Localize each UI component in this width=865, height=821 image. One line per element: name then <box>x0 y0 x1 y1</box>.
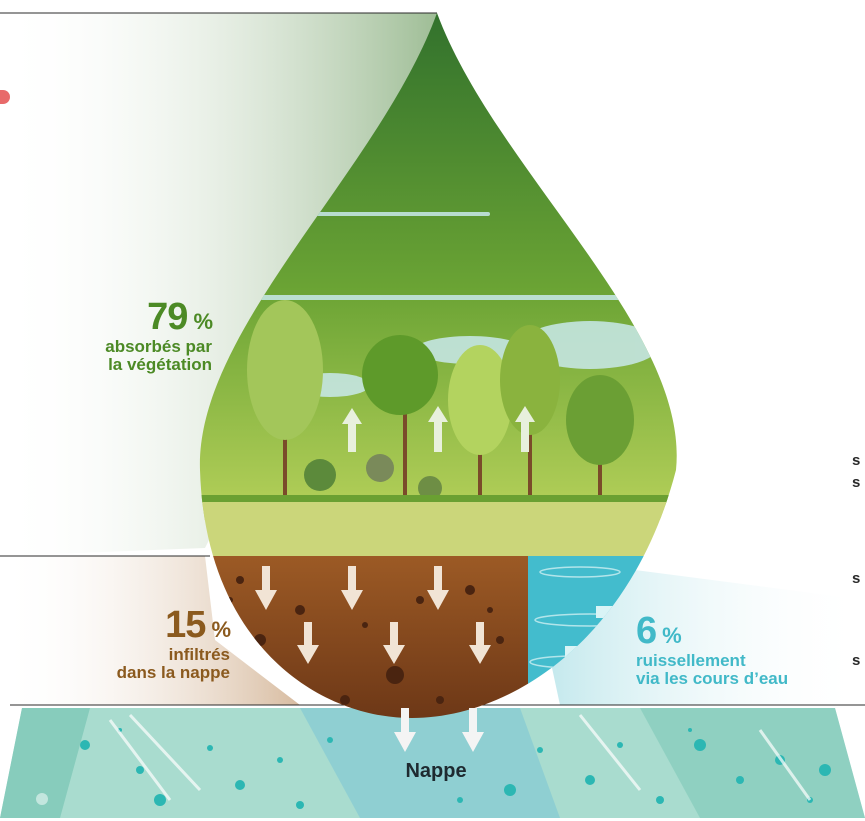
aquifer-shade-center <box>300 708 560 818</box>
runoff-line-2: via les cours d’eau <box>636 668 789 688</box>
edge-fragment: s <box>852 474 861 491</box>
vegetation-line-1: absorbés par <box>105 336 212 356</box>
runoff-unit: % <box>662 623 682 648</box>
runoff-line-1: ruissellement <box>636 650 746 670</box>
infiltration-label: 15% infiltrés dans la nappe <box>50 604 231 682</box>
infiltration-percent: 15 <box>165 604 206 646</box>
edge-fragment: s <box>852 570 861 587</box>
arrow-down-icon <box>255 566 491 664</box>
vegetation-line-2: la végétation <box>108 354 212 374</box>
accent-dot <box>0 90 10 104</box>
aquifer-shade-right <box>640 708 865 818</box>
arrow-up-icon <box>342 406 535 452</box>
runoff-percent: 6 <box>636 610 657 652</box>
infiltration-line-2: dans la nappe <box>116 662 230 682</box>
aquifer-bubbles <box>80 728 831 809</box>
infiltration-line-1: infiltrés <box>168 644 230 664</box>
meadow <box>199 502 677 556</box>
infiltration-beam <box>0 556 300 705</box>
aquifer-highlight <box>36 793 48 805</box>
grass-strip <box>199 495 677 505</box>
infiltration-unit: % <box>211 617 231 642</box>
edge-fragment: s <box>852 652 861 669</box>
aquifer-shade-left <box>0 708 90 818</box>
arrow-down-icon <box>394 708 484 752</box>
vegetation-unit: % <box>193 309 213 334</box>
runoff-label: 6% ruissellement via les cours d’eau <box>636 610 856 688</box>
vegetation-label: 79% absorbés par la végétation <box>40 296 213 374</box>
edge-fragment: s <box>852 452 861 469</box>
aquifer-light-rays <box>108 713 812 801</box>
tree-icon <box>247 300 634 500</box>
vegetation-beam <box>0 13 437 556</box>
aquifer-label: Nappe <box>405 760 467 782</box>
vegetation-percent: 79 <box>147 296 188 338</box>
